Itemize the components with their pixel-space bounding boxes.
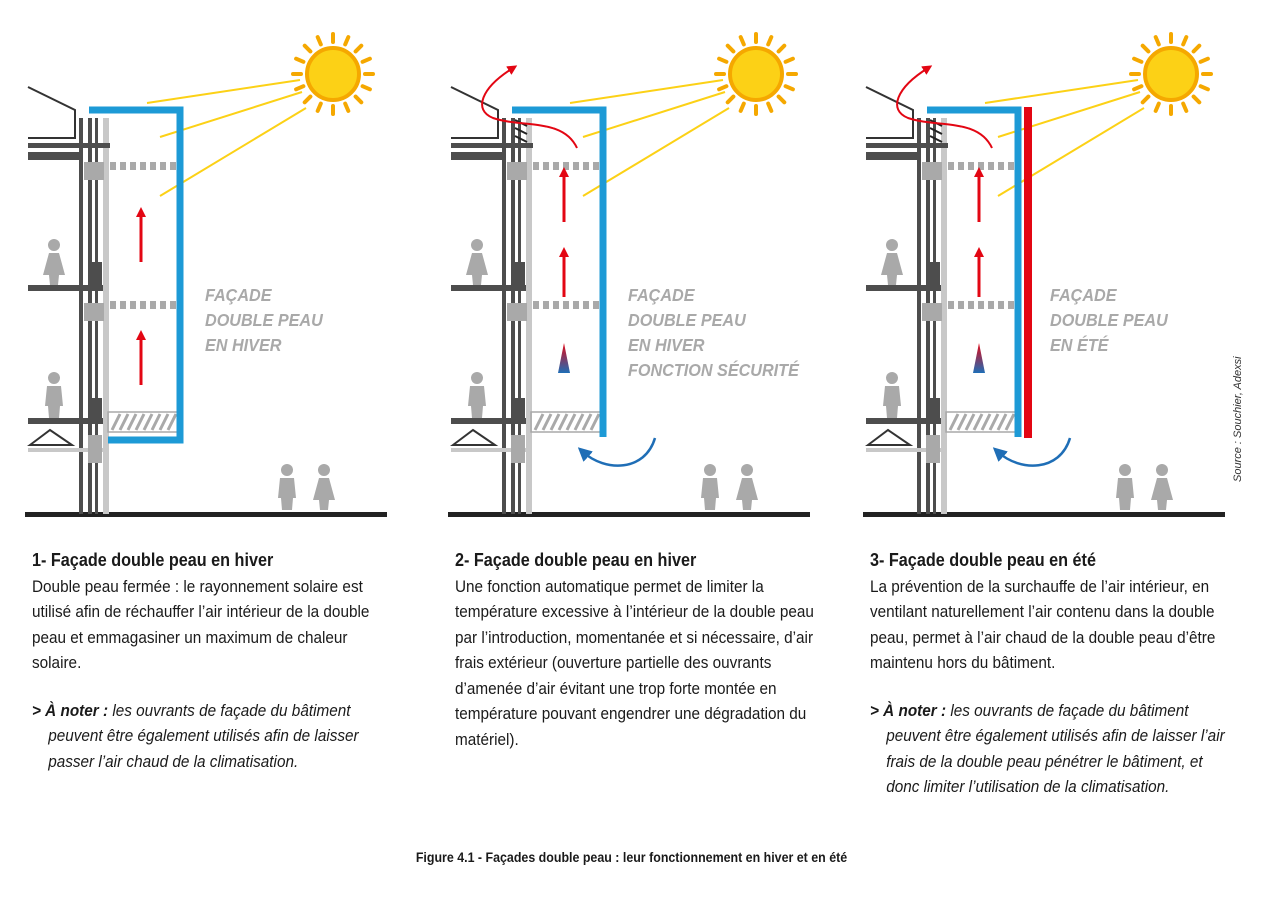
panel-2-description: 2- Façade double peau en hiver Une fonct… [455, 548, 815, 752]
figure-caption: Figure 4.1 - Façades double peau : leur … [415, 850, 848, 865]
panel-title: 3- Façade double peau en été [870, 550, 1096, 570]
outer-glass-skin [512, 106, 607, 437]
panel-title: 1- Façade double peau en hiver [32, 550, 274, 570]
facade-label: FAÇADE DOUBLE PEAU EN HIVER FONCTION SÉC… [628, 285, 799, 380]
outer-glass-skin [927, 106, 1022, 437]
panel-title: 2- Façade double peau en hiver [455, 550, 697, 570]
panel-3-summer: FAÇADE DOUBLE PEAU EN ÉTÉ [863, 34, 1225, 517]
panel-3-description: 3- Façade double peau en été La préventi… [870, 548, 1230, 800]
exhaust-arrow [481, 65, 578, 149]
double-skin-facade-diagram: FAÇADE DOUBLE PEAU EN HIVER FAÇADE DOUBL… [0, 0, 1263, 540]
fresh-air-intake-arrow [577, 437, 657, 467]
panel-1-winter-closed: FAÇADE DOUBLE PEAU EN HIVER [25, 34, 387, 517]
source-credit: Source : Souchier, Adexsi [1232, 356, 1244, 482]
panel-note: > À noter : les ouvrants de façade du bâ… [32, 700, 359, 771]
panel-note: > À noter : les ouvrants de façade du bâ… [870, 700, 1225, 797]
outer-glass-skin [89, 106, 184, 444]
facade-label: FAÇADE DOUBLE PEAU EN HIVER [205, 285, 327, 355]
panel-body: La prévention de la surchauffe de l’air … [870, 576, 1216, 673]
exhaust-arrow [896, 65, 993, 149]
panel-1-description: 1- Façade double peau en hiver Double pe… [32, 548, 392, 774]
summer-red-skin [1024, 107, 1032, 438]
panel-body: Double peau fermée : le rayonnement sola… [32, 576, 370, 673]
panel-2-winter-safety: FAÇADE DOUBLE PEAU EN HIVER FONCTION SÉC… [448, 34, 810, 517]
panel-body: Une fonction automatique permet de limit… [455, 576, 814, 749]
fresh-air-intake-arrow [992, 437, 1072, 467]
facade-label: FAÇADE DOUBLE PEAU EN ÉTÉ [1050, 285, 1172, 355]
